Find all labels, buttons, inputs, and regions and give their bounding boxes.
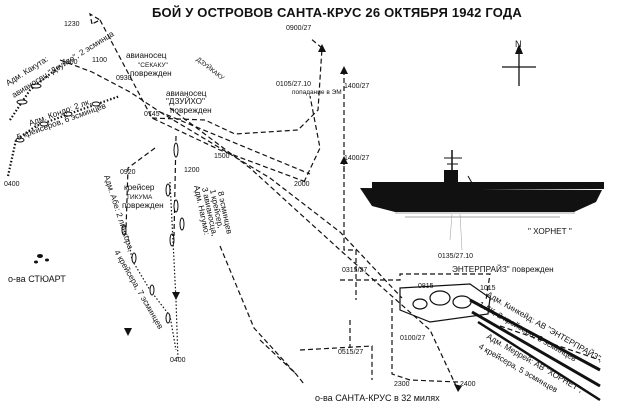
enterprise-damage-label: ЭНТЕРПРАЙЗ" поврежден <box>452 263 554 274</box>
time-0315-27: 0315/27 <box>342 267 367 274</box>
hornet-silhouette <box>360 150 604 251</box>
dzuyho-label-2: "ДЗУЙХО" <box>166 95 205 106</box>
time-0400-b: 0400 <box>170 357 186 364</box>
dzuyho-label-1: авианосец <box>166 89 207 98</box>
time-0100-27: 0100/27 <box>400 335 425 342</box>
time-0105-27-10: 0105/27.10 <box>276 81 311 88</box>
time-1500: 1500 <box>214 153 230 160</box>
time-1100: 1100 <box>92 57 107 64</box>
time-1400-27-b: 1400/27 <box>344 155 369 162</box>
map-title: БОЙ У ОСТРОВОВ САНТА-КРУС 26 ОКТЯБРЯ 194… <box>152 5 522 20</box>
shokaku-label-3: поврежден <box>130 69 172 78</box>
compass-rose: N <box>502 39 536 86</box>
hornet-label: " ХОРНЕТ " <box>528 227 572 236</box>
time-1230: 1230 <box>64 21 80 28</box>
enterprise-damage-area <box>399 283 491 323</box>
time-0930: 0930 <box>116 75 132 82</box>
stuart-label: о-ва СТЮАРТ <box>8 274 66 284</box>
time-2000: 2000 <box>294 181 310 188</box>
dzuykaku-label: ДЗУЙКАКУ <box>195 54 227 82</box>
fleet-tracks <box>59 12 491 391</box>
time-0135-27-10: 0135/27.10 <box>438 253 473 260</box>
shokaku-label-2: "СЕКАКУ" <box>138 62 168 69</box>
time-0900-27: 0900/27 <box>286 25 311 32</box>
dzuyho-label-3: поврежден <box>170 106 212 115</box>
tikuma-label-3: поврежден <box>122 201 164 210</box>
track-arrowheads <box>124 44 462 392</box>
shokaku-label-1: авианосец <box>126 51 167 60</box>
time-0815: 0815 <box>418 283 434 290</box>
kinkaid-murray-columns <box>469 298 601 402</box>
abe-label-2: 4 крейсера, 7 эсминцев <box>112 249 165 331</box>
time-1400-27-a: 1400/27 <box>344 83 369 90</box>
abe-formation <box>121 224 177 351</box>
kondo-formation <box>6 94 121 177</box>
time-1000: 1000 <box>62 59 78 66</box>
hit-em-label: попадание в ЭМ <box>292 89 342 96</box>
nagumo-formation <box>165 142 185 361</box>
compass-north-label: N <box>515 39 522 49</box>
time-2300: 2300 <box>394 381 410 388</box>
time-1200: 1200 <box>184 167 200 174</box>
tikuma-label-2: ТИКУМА <box>126 194 153 201</box>
tikuma-label-1: крейсер <box>124 183 155 192</box>
time-0515-27: 0515/27 <box>338 349 363 356</box>
time-1015: 1015 <box>480 285 496 292</box>
time-0920: 0920 <box>120 169 136 176</box>
kakuta-formation <box>9 65 61 121</box>
time-2400: 2400 <box>460 381 476 388</box>
santa-cruz-label: о-ва САНТА-КРУС в 32 милях <box>315 393 440 403</box>
time-0745: 0745 <box>144 111 160 118</box>
stuart-islands <box>34 254 49 264</box>
time-0400-a: 0400 <box>4 181 20 188</box>
